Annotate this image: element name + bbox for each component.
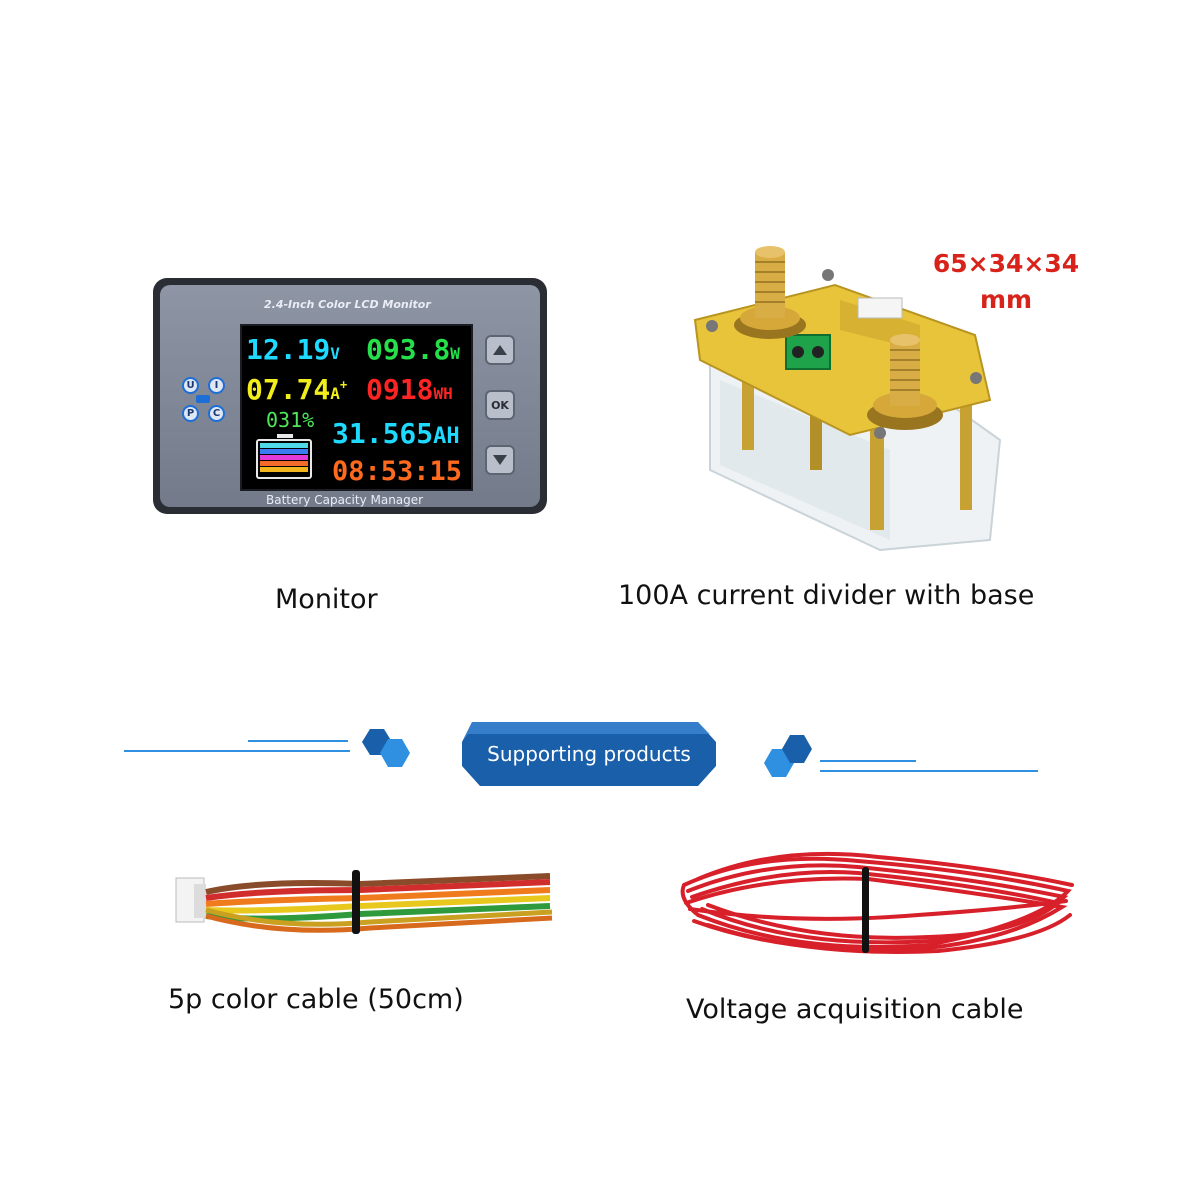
battery-bar-5	[260, 467, 308, 472]
cable-tie	[352, 870, 360, 934]
dimension-value: 65×34×34	[932, 249, 1080, 278]
banner-label: Supporting products	[487, 742, 691, 766]
battery-cap	[277, 434, 293, 438]
connector	[857, 297, 903, 319]
banner-shape	[462, 722, 716, 786]
current-unit: A	[330, 384, 340, 403]
current-reading: 07.74A+	[246, 376, 347, 404]
capacity-unit: AH	[433, 424, 460, 449]
voltage-unit: V	[330, 344, 340, 363]
dimension-unit: mm	[979, 285, 1033, 314]
voltage-cable-caption: Voltage acquisition cable	[686, 994, 1024, 1025]
up-button[interactable]	[485, 335, 515, 365]
percent-reading: 031%	[266, 410, 314, 430]
indicator-p: P	[182, 405, 199, 422]
supporting-products-banner: Supporting products	[458, 720, 720, 788]
power-value: 093.8	[366, 333, 451, 366]
power-unit: W	[450, 344, 460, 363]
capacity-value: 31.565	[332, 417, 434, 450]
banner-decoration	[124, 729, 1038, 777]
divider-dimensions: 65×34×34 mm	[918, 246, 1094, 318]
hexagon-icon	[380, 739, 410, 767]
energy-reading: 0918WH	[366, 376, 453, 404]
hexagon-icon	[782, 735, 812, 763]
current-sign: +	[339, 377, 348, 392]
time-reading: 08:53:15	[332, 456, 463, 487]
left-bolt	[734, 246, 806, 339]
indicator-i: I	[208, 377, 225, 394]
cable-tie	[862, 867, 869, 953]
right-bolt	[867, 334, 943, 430]
battery-icon	[256, 439, 312, 479]
triangle-up-icon	[493, 345, 507, 355]
energy-value: 0918	[366, 373, 434, 406]
color-cable-caption: 5p color cable (50cm)	[168, 984, 464, 1015]
divider-caption: 100A current divider with base	[618, 580, 1035, 611]
battery-bar-1	[260, 443, 308, 448]
current-value: 07.74	[246, 373, 331, 406]
indicator-c: C	[208, 405, 225, 422]
current-divider-image	[693, 246, 1002, 552]
ok-button[interactable]: OK	[485, 390, 515, 420]
percent-unit: %	[302, 408, 315, 432]
color-cable-image	[175, 870, 553, 934]
battery-bar-2	[260, 449, 308, 454]
voltage-reading: 12.19V	[246, 336, 340, 364]
voltage-cable-image	[680, 851, 1074, 954]
battery-bar-4	[260, 461, 308, 466]
percent-value: 031	[266, 408, 303, 432]
down-button[interactable]	[485, 445, 515, 475]
indicator-u: U	[182, 377, 199, 394]
monitor-caption: Monitor	[275, 584, 378, 615]
triangle-down-icon	[493, 455, 507, 465]
monitor-footer: Battery Capacity Manager	[266, 493, 424, 507]
voltage-value: 12.19	[246, 333, 331, 366]
indicator-battery-icon	[196, 395, 210, 403]
battery-bar-3	[260, 455, 308, 460]
monitor-device: 2.4-Inch Color LCD Monitor U I P C 12.19…	[153, 278, 547, 514]
monitor-face: 2.4-Inch Color LCD Monitor U I P C 12.19…	[160, 285, 540, 507]
capacity-reading: 31.565AH	[332, 420, 460, 448]
lcd-screen: 12.19V 093.8W 07.74A+ 0918WH 031% 31.565…	[240, 324, 473, 491]
energy-unit: WH	[433, 384, 453, 403]
monitor-title: 2.4-Inch Color LCD Monitor	[264, 298, 431, 311]
power-reading: 093.8W	[366, 336, 460, 364]
